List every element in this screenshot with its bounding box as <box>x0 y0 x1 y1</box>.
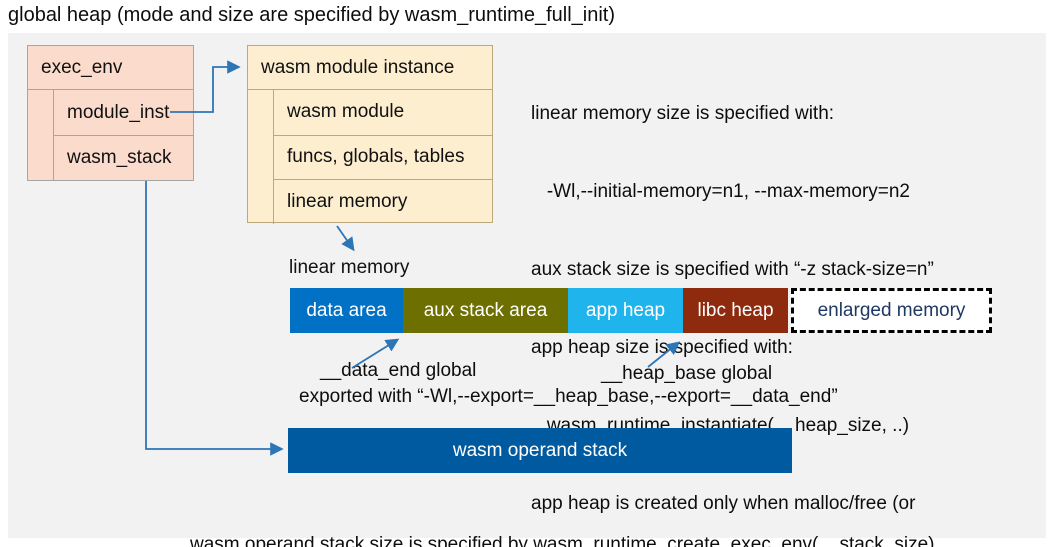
exec-env-row-wasm-stack: wasm_stack <box>53 135 193 180</box>
linear-memory-bar: data area aux stack area app heap libc h… <box>290 288 992 333</box>
data-end-global-label: __data_end global <box>320 360 477 381</box>
wasm-operand-stack-box: wasm operand stack <box>288 428 792 473</box>
memory-segment-enlarged-memory: enlarged memory <box>791 288 992 333</box>
note-line: -Wl,--initial-memory=n1, --max-memory=n2 <box>531 181 910 202</box>
exec-env-table: exec_env module_inst wasm_stack <box>27 45 194 181</box>
note-line: wasm operand stack size is specified by … <box>190 534 935 547</box>
module-instance-row-wasm-module: wasm module <box>273 90 492 135</box>
export-flags-note: exported with “-Wl,--export=__heap_base,… <box>299 386 838 407</box>
exec-env-row-module-inst: module_inst <box>53 90 193 135</box>
memory-segment-data-area: data area <box>290 288 403 333</box>
note-line: app heap size is specified with: <box>531 337 793 358</box>
note-line: aux stack size is specified with “-z sta… <box>531 259 934 280</box>
operand-stack-notes: wasm operand stack size is specified by … <box>190 477 935 547</box>
diagram-title: global heap (mode and size are specified… <box>8 4 615 26</box>
memory-segment-libc-heap: libc heap <box>683 288 788 333</box>
module-instance-header: wasm module instance <box>248 46 492 90</box>
module-instance-table: wasm module instance wasm module funcs, … <box>247 45 493 224</box>
memory-segment-aux-stack-area: aux stack area <box>403 288 568 333</box>
memory-segment-app-heap: app heap <box>568 288 683 333</box>
module-instance-row-linear-memory: linear memory <box>273 179 492 224</box>
heap-base-global-label: __heap_base global <box>601 363 773 384</box>
exec-env-header: exec_env <box>28 46 193 90</box>
module-instance-row-funcs-globals-tables: funcs, globals, tables <box>273 134 492 179</box>
note-line: linear memory size is specified with: <box>531 103 835 124</box>
note-line: app heap is created only when malloc/fre… <box>531 493 916 514</box>
wasm-operand-stack-label: wasm operand stack <box>452 439 628 461</box>
linear-memory-label: linear memory <box>289 257 410 278</box>
